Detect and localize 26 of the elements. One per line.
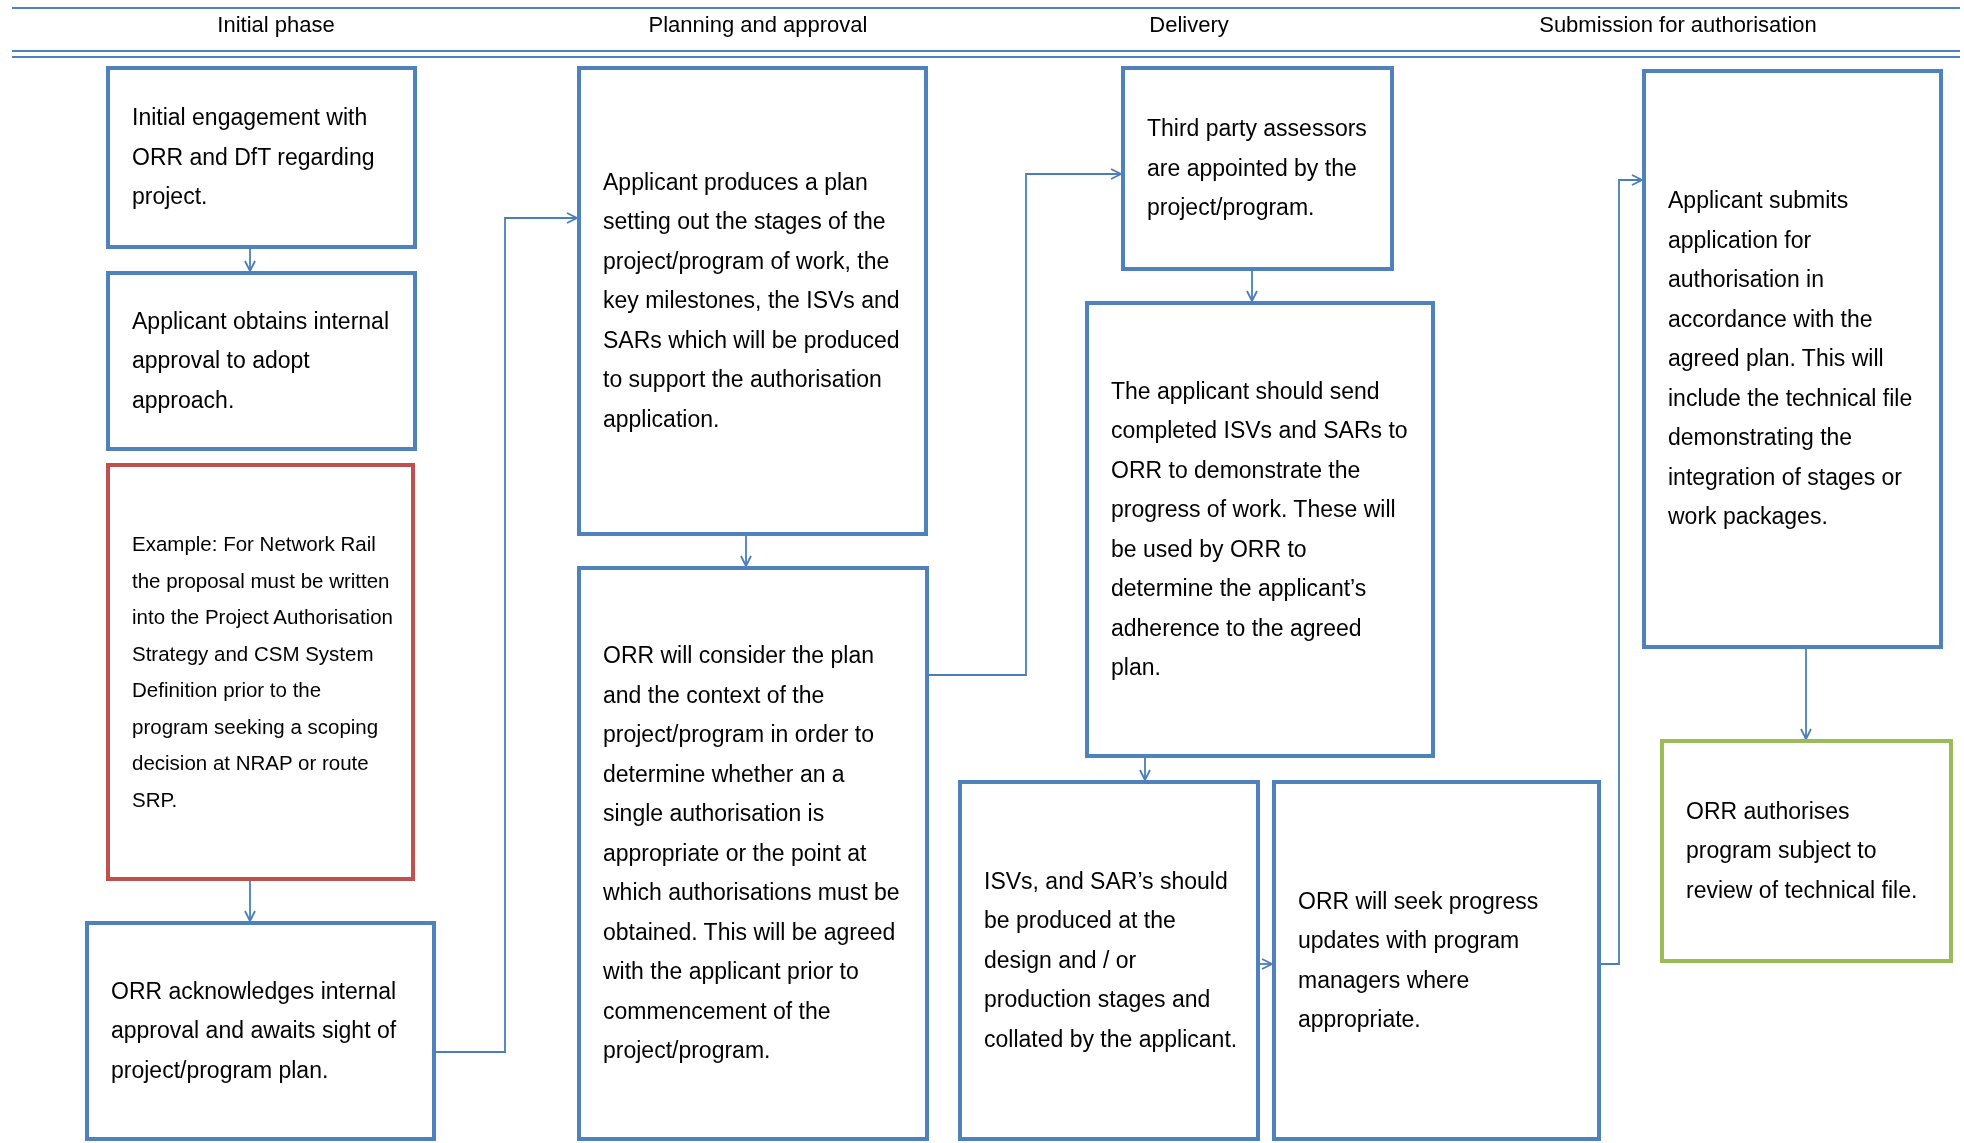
- arrow: [435, 212, 578, 1053]
- arrow: [1600, 174, 1643, 965]
- process-box: ORR acknowledges internal approval and awaits sight of project/program plan.: [85, 921, 436, 1141]
- arrow: [1259, 958, 1273, 970]
- arrow: [740, 535, 752, 567]
- process-box: Applicant submits application for authorisation in accordance with the agreed plan. This will include the technical file demonstrating the integration of stages or work packages.: [1642, 69, 1943, 649]
- arrow: [928, 168, 1122, 676]
- phase-heading: Delivery: [1149, 12, 1229, 38]
- phase-heading: Submission for authorisation: [1539, 12, 1817, 38]
- arrow: [1800, 648, 1812, 740]
- phase-heading: Initial phase: [217, 12, 335, 38]
- phase-heading: Planning and approval: [648, 12, 868, 38]
- process-box: ORR will seek progress updates with program managers where appropriate.: [1272, 780, 1601, 1141]
- process-box: ISVs, and SAR’s should be produced at the design and / or production stages and collated by the applicant.: [958, 780, 1260, 1141]
- process-box: Initial engagement with ORR and DfT regarding project.: [106, 66, 417, 249]
- process-box: The applicant should send completed ISVs and SARs to ORR to demonstrate the progress of work. These will be used by ORR to determine the applicant’s adherence to the agreed plan.: [1085, 301, 1435, 758]
- arrow: [1246, 270, 1258, 302]
- outcome-box: ORR authorises program subject to review of technical file.: [1660, 739, 1953, 963]
- process-box: Third party assessors are appointed by the project/program.: [1121, 66, 1394, 271]
- process-box: Applicant produces a plan setting out the stages of the project/program of work, the key milestones, the ISVs and SARs which will be produced to support the authorisation application.: [577, 66, 928, 536]
- process-box: Applicant obtains internal approval to adopt approach.: [106, 271, 417, 451]
- process-box: ORR will consider the plan and the context of the project/program in order to determine whether an a single authorisation is appropriate or the point at which authorisations must be obtained. This will be agreed with the applicant prior to commencement of the project/program.: [577, 566, 929, 1141]
- arrow: [244, 248, 256, 272]
- arrow: [244, 880, 256, 922]
- note-box: Example: For Network Rail the proposal must be written into the Project Authorisation Strategy and CSM System Definition prior to the program seeking a scoping decision at NRAP or route SRP.: [106, 463, 415, 881]
- arrow: [1139, 757, 1151, 781]
